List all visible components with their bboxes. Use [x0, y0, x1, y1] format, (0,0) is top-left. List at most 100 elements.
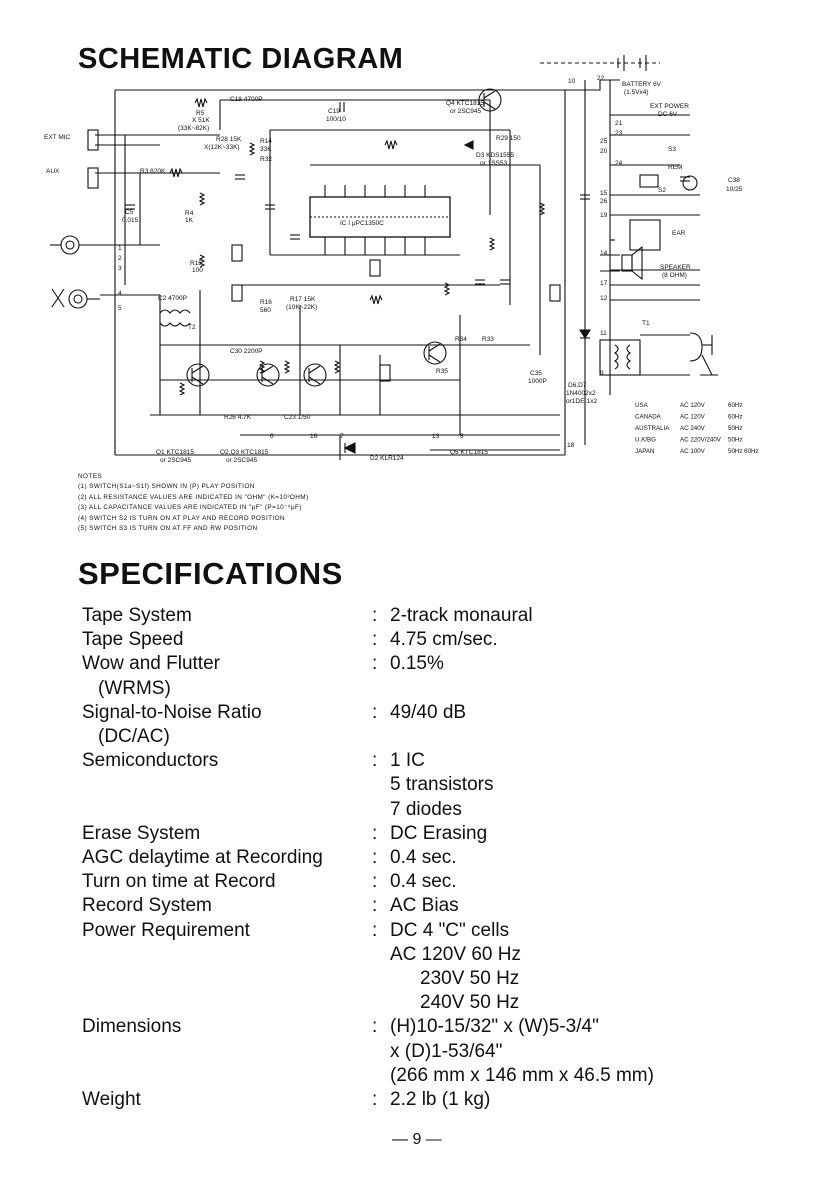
spec-label: Turn on time at Record [82, 871, 276, 893]
spec-colon: : [372, 750, 378, 772]
spec-label: Tape Speed [82, 629, 184, 651]
voltage-table-cell: AC 120V [680, 402, 706, 409]
spec-colon: : [372, 919, 378, 941]
c19-label: C19 [328, 108, 340, 115]
spec-label: Dimensions [82, 1016, 182, 1038]
connector-pin-number: 3 [118, 265, 122, 272]
voltage-table-cell: 50Hz [728, 425, 742, 432]
connector-pin-number: 6 [270, 433, 274, 440]
spec-label: Power Requirement [82, 919, 250, 941]
connector-pin-number: 19 [600, 212, 608, 219]
connector-pin-number: 24 [615, 160, 623, 167]
voltage-table-cell: JAPAN [635, 448, 654, 455]
spec-value: (266 mm x 146 mm x 46.5 mm) [390, 1064, 654, 1086]
spec-label: Record System [82, 895, 212, 917]
r32-label: R32 [260, 156, 272, 163]
c2-label: C2 4700P [158, 295, 187, 302]
q4-alt: or 2SC945 [450, 108, 481, 115]
spec-value: DC 4 "C" cells [390, 919, 510, 941]
spec-value: 2-track monaural [390, 605, 533, 626]
r14-value: 33K [260, 146, 272, 153]
c38-value: 10/25 [726, 186, 743, 193]
spec-row: Wow and Flutter(WRMS):0.15% [82, 652, 722, 700]
r4-value: 1K [185, 217, 194, 224]
spec-label: Signal-to-Noise Ratio [82, 701, 262, 723]
s3-label: S3 [668, 146, 676, 153]
r17-value: (10K~22K) [286, 304, 317, 311]
spec-values: 0.4 sec. [390, 846, 457, 870]
voltage-table-cell: USA [635, 402, 649, 409]
d3-alt: or 1SS53 [480, 160, 507, 167]
spec-values: AC Bias [390, 894, 459, 918]
r15-label: R15 [190, 260, 202, 267]
spec-label: Semiconductors [82, 750, 219, 772]
spec-value: 1 IC [390, 750, 425, 772]
connector-pin-number: 4 [118, 290, 122, 297]
d67-label: D6,D7 [568, 382, 587, 389]
speaker-label: SPEAKER [660, 264, 691, 271]
spec-row: Turn on time at Record:0.4 sec. [82, 870, 722, 894]
connector-pin-number: 5 [118, 305, 122, 312]
c5-label: C5 [125, 209, 134, 216]
speaker-ohm-label: (8 OHM) [662, 272, 687, 279]
d2-label: D2 KLR124 [370, 455, 404, 462]
r4-label: R4 [185, 210, 194, 217]
voltage-table-cell: AC 240V [680, 425, 706, 432]
d3-label: D3 KDS1555 [476, 152, 514, 159]
r26-label: R26 4.7K [224, 414, 252, 421]
spec-colon: : [372, 605, 378, 626]
spec-values: 2.2 lb (1 kg) [390, 1088, 490, 1112]
ear-label: EAR [672, 230, 686, 237]
spec-values: 0.15% [390, 652, 444, 676]
r33-label: R33 [482, 336, 494, 343]
spec-colon: : [372, 701, 378, 723]
aux-label: AUX [46, 168, 60, 175]
c38-label: C38 [728, 177, 740, 184]
ext-power-voltage: DC 6V [658, 111, 678, 118]
r28-value: X(12K~33K) [204, 144, 240, 151]
voltage-table-cell: 60Hz [728, 402, 742, 409]
spec-values: DC Erasing [390, 822, 487, 846]
spec-row: Signal-to-Noise Ratio(DC/AC):49/40 dB [82, 701, 722, 749]
battery-cells-label: (1.5Vx4) [624, 89, 649, 96]
ext-mic-label: EXT MIC [44, 134, 71, 141]
spec-label: AGC delaytime at Recording [82, 847, 323, 868]
note-item: (1) SWITCH(S1a~S1f) SHOWN IN (P) PLAY PO… [78, 483, 255, 491]
spec-value: 7 diodes [390, 798, 462, 820]
connector-pin-number: 13 [432, 433, 440, 440]
ext-power-label: EXT POWER [650, 103, 689, 110]
r29-label: R29 150 [496, 135, 521, 142]
connector-pin-number: 25 [600, 138, 608, 145]
spec-row: Weight:2.2 lb (1 kg) [82, 1088, 722, 1112]
schematic-title: SCHEMATIC DIAGRAM [78, 43, 404, 75]
spec-value: DC Erasing [390, 822, 488, 844]
c30-label: C30 2200P [230, 348, 263, 355]
spec-colon: : [372, 629, 378, 651]
c19-value: 100/10 [326, 116, 346, 123]
r5-value: X 51K [192, 117, 210, 124]
voltage-table-cell: 50Hz 60Hz [728, 448, 759, 455]
spec-value: 4.75 cm/sec. [390, 629, 498, 651]
spec-sublabel: (WRMS) [98, 677, 171, 699]
spec-sublabel: (DC/AC) [98, 725, 170, 747]
r14-label: R14 [260, 138, 272, 145]
c5-value: 0.015 [122, 217, 139, 224]
q1-alt: or 2SC945 [160, 457, 191, 464]
spec-row: Erase System: DC Erasing [82, 822, 722, 846]
q23-label: Q2,Q3 KTC1815 [220, 449, 269, 456]
r16-label: R16 [260, 299, 272, 306]
r15-value: 100 [192, 267, 203, 274]
spec-values: 0.4 sec. [390, 870, 457, 894]
spec-value: 5 transistors [390, 774, 494, 796]
spec-label: Erase System [82, 822, 201, 844]
spec-values: 49/40 dB [390, 701, 466, 725]
specifications-title: SPECIFICATIONS [78, 556, 343, 591]
connector-pin-number: 17 [600, 280, 608, 287]
notes-heading: NOTES [78, 473, 103, 480]
spec-values: 2-track monaural [390, 604, 533, 628]
spec-colon: : [372, 822, 378, 844]
c23-label: C23 1/50 [284, 414, 311, 421]
r34-label: R34 [455, 336, 467, 343]
